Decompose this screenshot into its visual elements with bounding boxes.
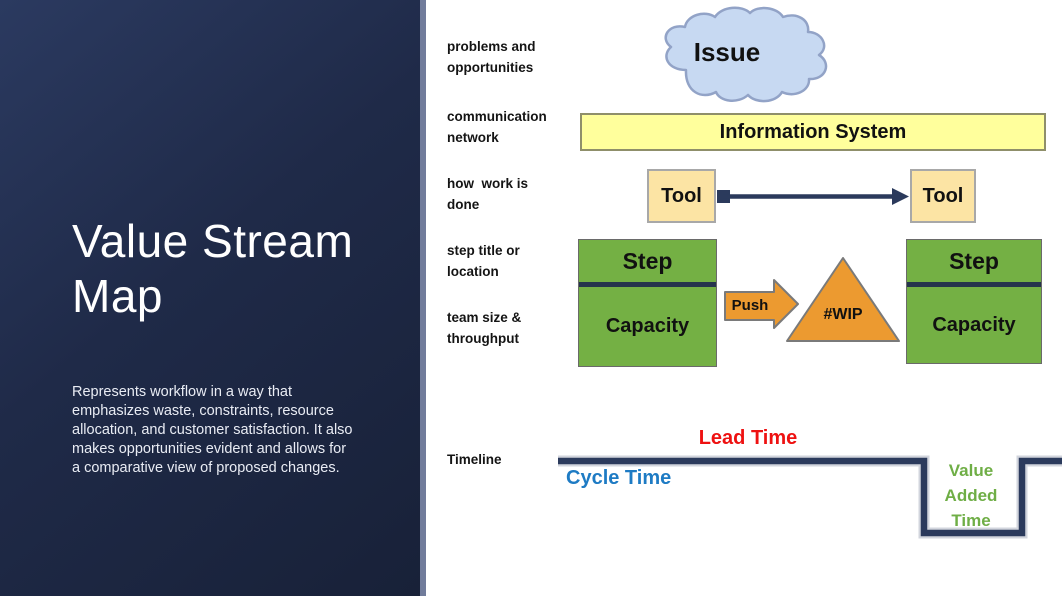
tool-connector-arrow xyxy=(717,188,909,205)
tool-box-right: Tool xyxy=(910,169,976,223)
step-divider-left xyxy=(579,282,716,287)
push-arrow-shape xyxy=(724,279,799,329)
sidebar-edge-divider xyxy=(420,0,426,596)
step-capacity-left: Capacity xyxy=(605,315,690,337)
sidebar: Value Stream Map Represents workflow in … xyxy=(0,0,420,596)
step-title-left: Step xyxy=(622,247,673,274)
cycle-time-label: Cycle Time xyxy=(566,467,672,489)
label-how-work-is-done: how work is done xyxy=(447,176,529,212)
label-problems-opportunities: problems and opportunities xyxy=(447,39,536,75)
label-team-size-throughput: team size & throughput xyxy=(447,310,522,346)
wip-triangle-label: #WIP xyxy=(823,306,863,323)
lead-time-label: Lead Time xyxy=(698,427,798,449)
step-box-right: Step Capacity xyxy=(906,239,1042,364)
label-step-title-location: step title or location xyxy=(447,243,520,279)
step-title-right: Step xyxy=(949,247,999,274)
issue-cloud-label: Issue xyxy=(693,36,761,67)
step-box-left: Step Capacity xyxy=(578,239,717,367)
step-divider-right xyxy=(907,282,1041,287)
push-arrow-label: Push xyxy=(731,296,769,314)
information-system-box: Information System xyxy=(580,113,1046,151)
issue-cloud-icon xyxy=(664,6,828,103)
timeline-line xyxy=(558,455,1062,539)
slide-title: Value Stream Map xyxy=(72,215,354,322)
step-capacity-right: Capacity xyxy=(932,313,1016,336)
slide-description: Represents workflow in a way that emphas… xyxy=(72,384,353,476)
value-added-time-label: Value Added Time xyxy=(944,461,998,530)
wip-triangle-shape xyxy=(786,257,900,342)
tool-box-left: Tool xyxy=(647,169,716,223)
label-timeline: Timeline xyxy=(447,452,502,467)
label-communication-network: communication network xyxy=(447,109,547,145)
